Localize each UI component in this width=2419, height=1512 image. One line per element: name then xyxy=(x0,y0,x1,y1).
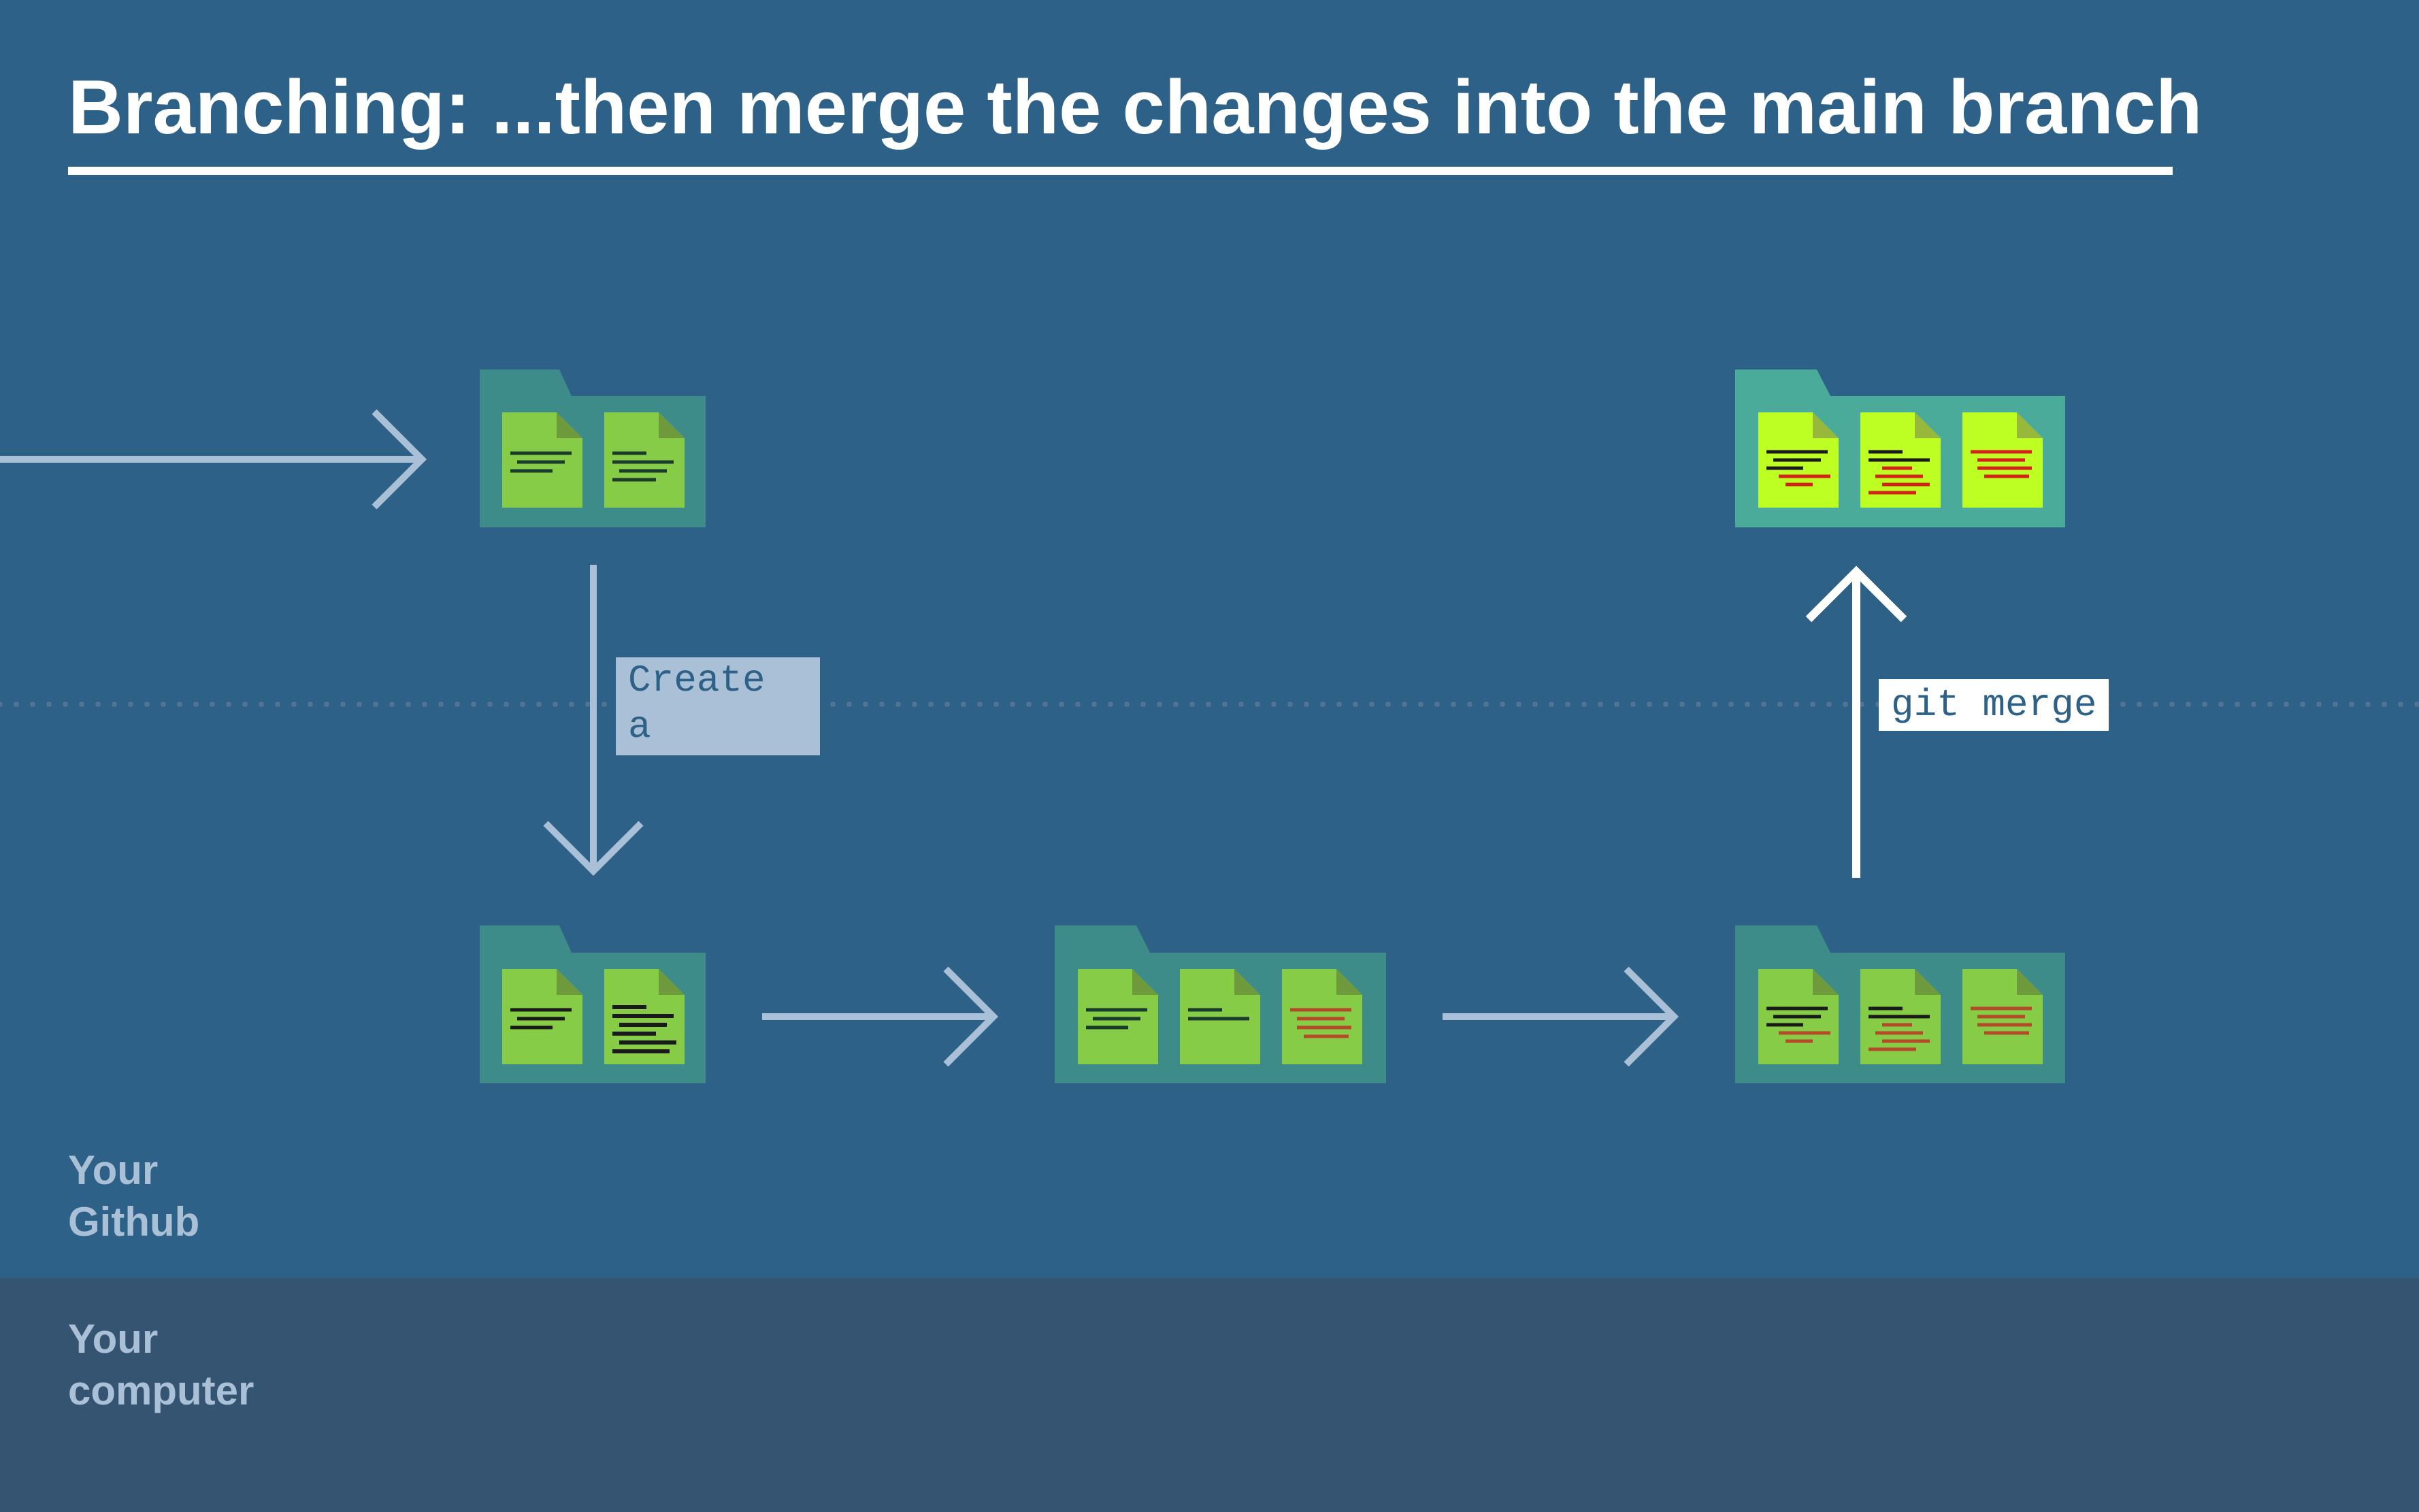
github-zone-label: Your Github xyxy=(68,1147,200,1245)
file-icon-edited xyxy=(604,969,685,1064)
merge-arrow xyxy=(1805,565,1907,878)
branch-arrow xyxy=(543,565,644,876)
file-icon-new xyxy=(1962,969,2043,1064)
folder-branch-start xyxy=(480,925,706,1083)
file-icon-changed xyxy=(1758,412,1839,508)
commit-arrow-2 xyxy=(1443,966,1679,1067)
file-icon-new xyxy=(1962,412,2043,508)
file-icon xyxy=(502,412,582,508)
computer-zone-label: Your computer xyxy=(68,1316,254,1413)
slide-title: Branching: ...then merge the changes int… xyxy=(68,65,2203,150)
incoming-arrow xyxy=(0,409,427,510)
file-icon-changed xyxy=(1860,412,1941,508)
folder-main-before xyxy=(480,369,706,527)
folder-branch-final xyxy=(1735,925,2065,1083)
create-branch-label: Create a branch xyxy=(616,657,820,795)
file-icon xyxy=(1078,969,1158,1064)
computer-zone xyxy=(0,1278,2419,1512)
folder-main-merged xyxy=(1735,369,2065,527)
file-icon xyxy=(604,412,685,508)
title-underline xyxy=(68,167,2173,175)
file-icon xyxy=(1180,969,1260,1064)
git-merge-label: git merge xyxy=(1879,679,2109,731)
commit-arrow-1 xyxy=(762,966,999,1067)
folder-branch-newfile xyxy=(1055,925,1386,1083)
file-icon-changed xyxy=(1758,969,1839,1064)
file-icon-new xyxy=(1282,969,1362,1064)
file-icon-changed xyxy=(1860,969,1941,1064)
file-icon xyxy=(502,969,582,1064)
